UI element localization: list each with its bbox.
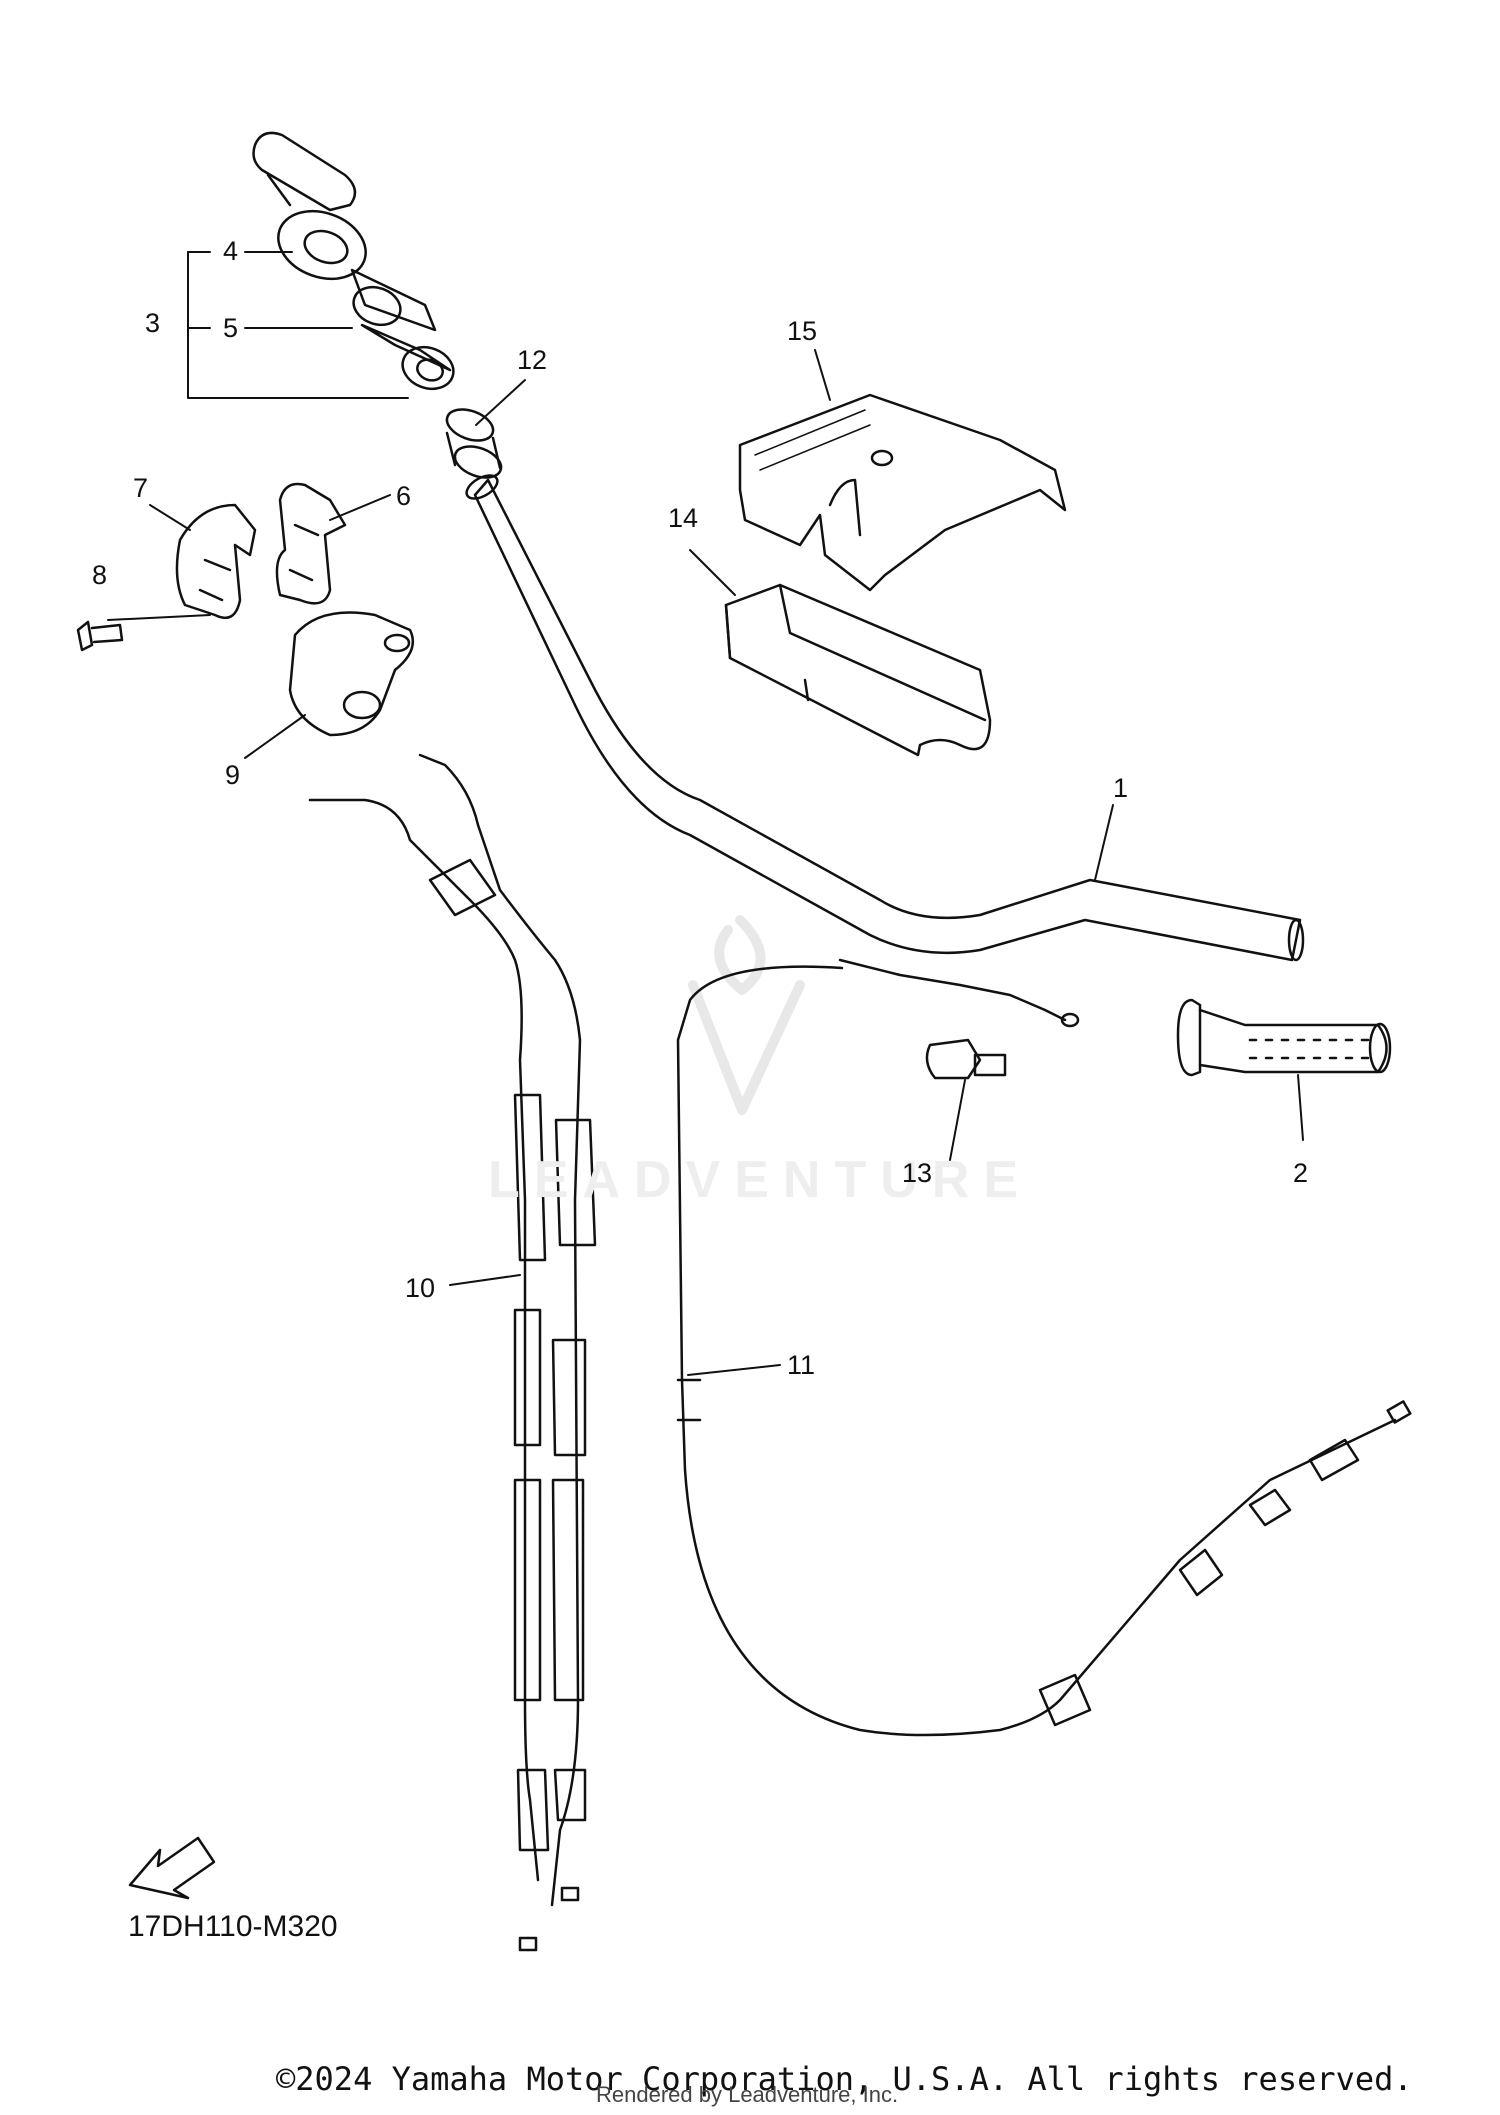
callout-1: 1	[1113, 773, 1129, 803]
callout-8: 8	[92, 560, 108, 590]
clutch-cable	[676, 958, 1412, 1737]
watermark-text: LEADVENTURE	[488, 1151, 1033, 1209]
throttle-cover	[288, 611, 415, 737]
callout-6: 6	[396, 481, 412, 511]
callout-9: 9	[225, 760, 241, 790]
grip-left-assembly	[252, 131, 455, 391]
callout-3: 3	[145, 308, 161, 338]
watermark-logo-icon	[688, 915, 805, 1115]
callout-15: 15	[787, 316, 818, 346]
callout-4: 4	[223, 236, 239, 266]
handlebar	[465, 474, 1305, 962]
callout-12: 12	[517, 345, 548, 375]
grip-right	[1176, 998, 1392, 1077]
throttle-cable	[308, 753, 597, 1952]
handlebar-pad	[724, 583, 992, 757]
fwd-arrow-icon	[128, 1836, 216, 1900]
handlebar-pad-cover	[738, 393, 1067, 592]
throttle-housing-lower	[175, 503, 257, 620]
callout-7: 7	[133, 473, 149, 503]
leader-lines	[107, 251, 1304, 1376]
screw	[76, 620, 124, 652]
callout-14: 14	[668, 503, 699, 533]
callout-11: 11	[787, 1350, 816, 1380]
rendered-by-notice: Rendered by Leadventure, Inc.	[596, 2082, 899, 2107]
callout-13: 13	[902, 1158, 933, 1188]
diagram-code: 17DH110-M320	[128, 1910, 338, 1943]
cable-adjuster	[925, 1038, 1007, 1080]
callout-10: 10	[405, 1273, 436, 1303]
copyright-notice: ©2024 Yamaha Motor Corporation, U.S.A. A…	[276, 2060, 1413, 2098]
callout-2: 2	[1293, 1158, 1309, 1188]
throttle-housing-upper	[275, 482, 347, 605]
collar	[445, 408, 503, 479]
callout-5: 5	[223, 313, 239, 343]
